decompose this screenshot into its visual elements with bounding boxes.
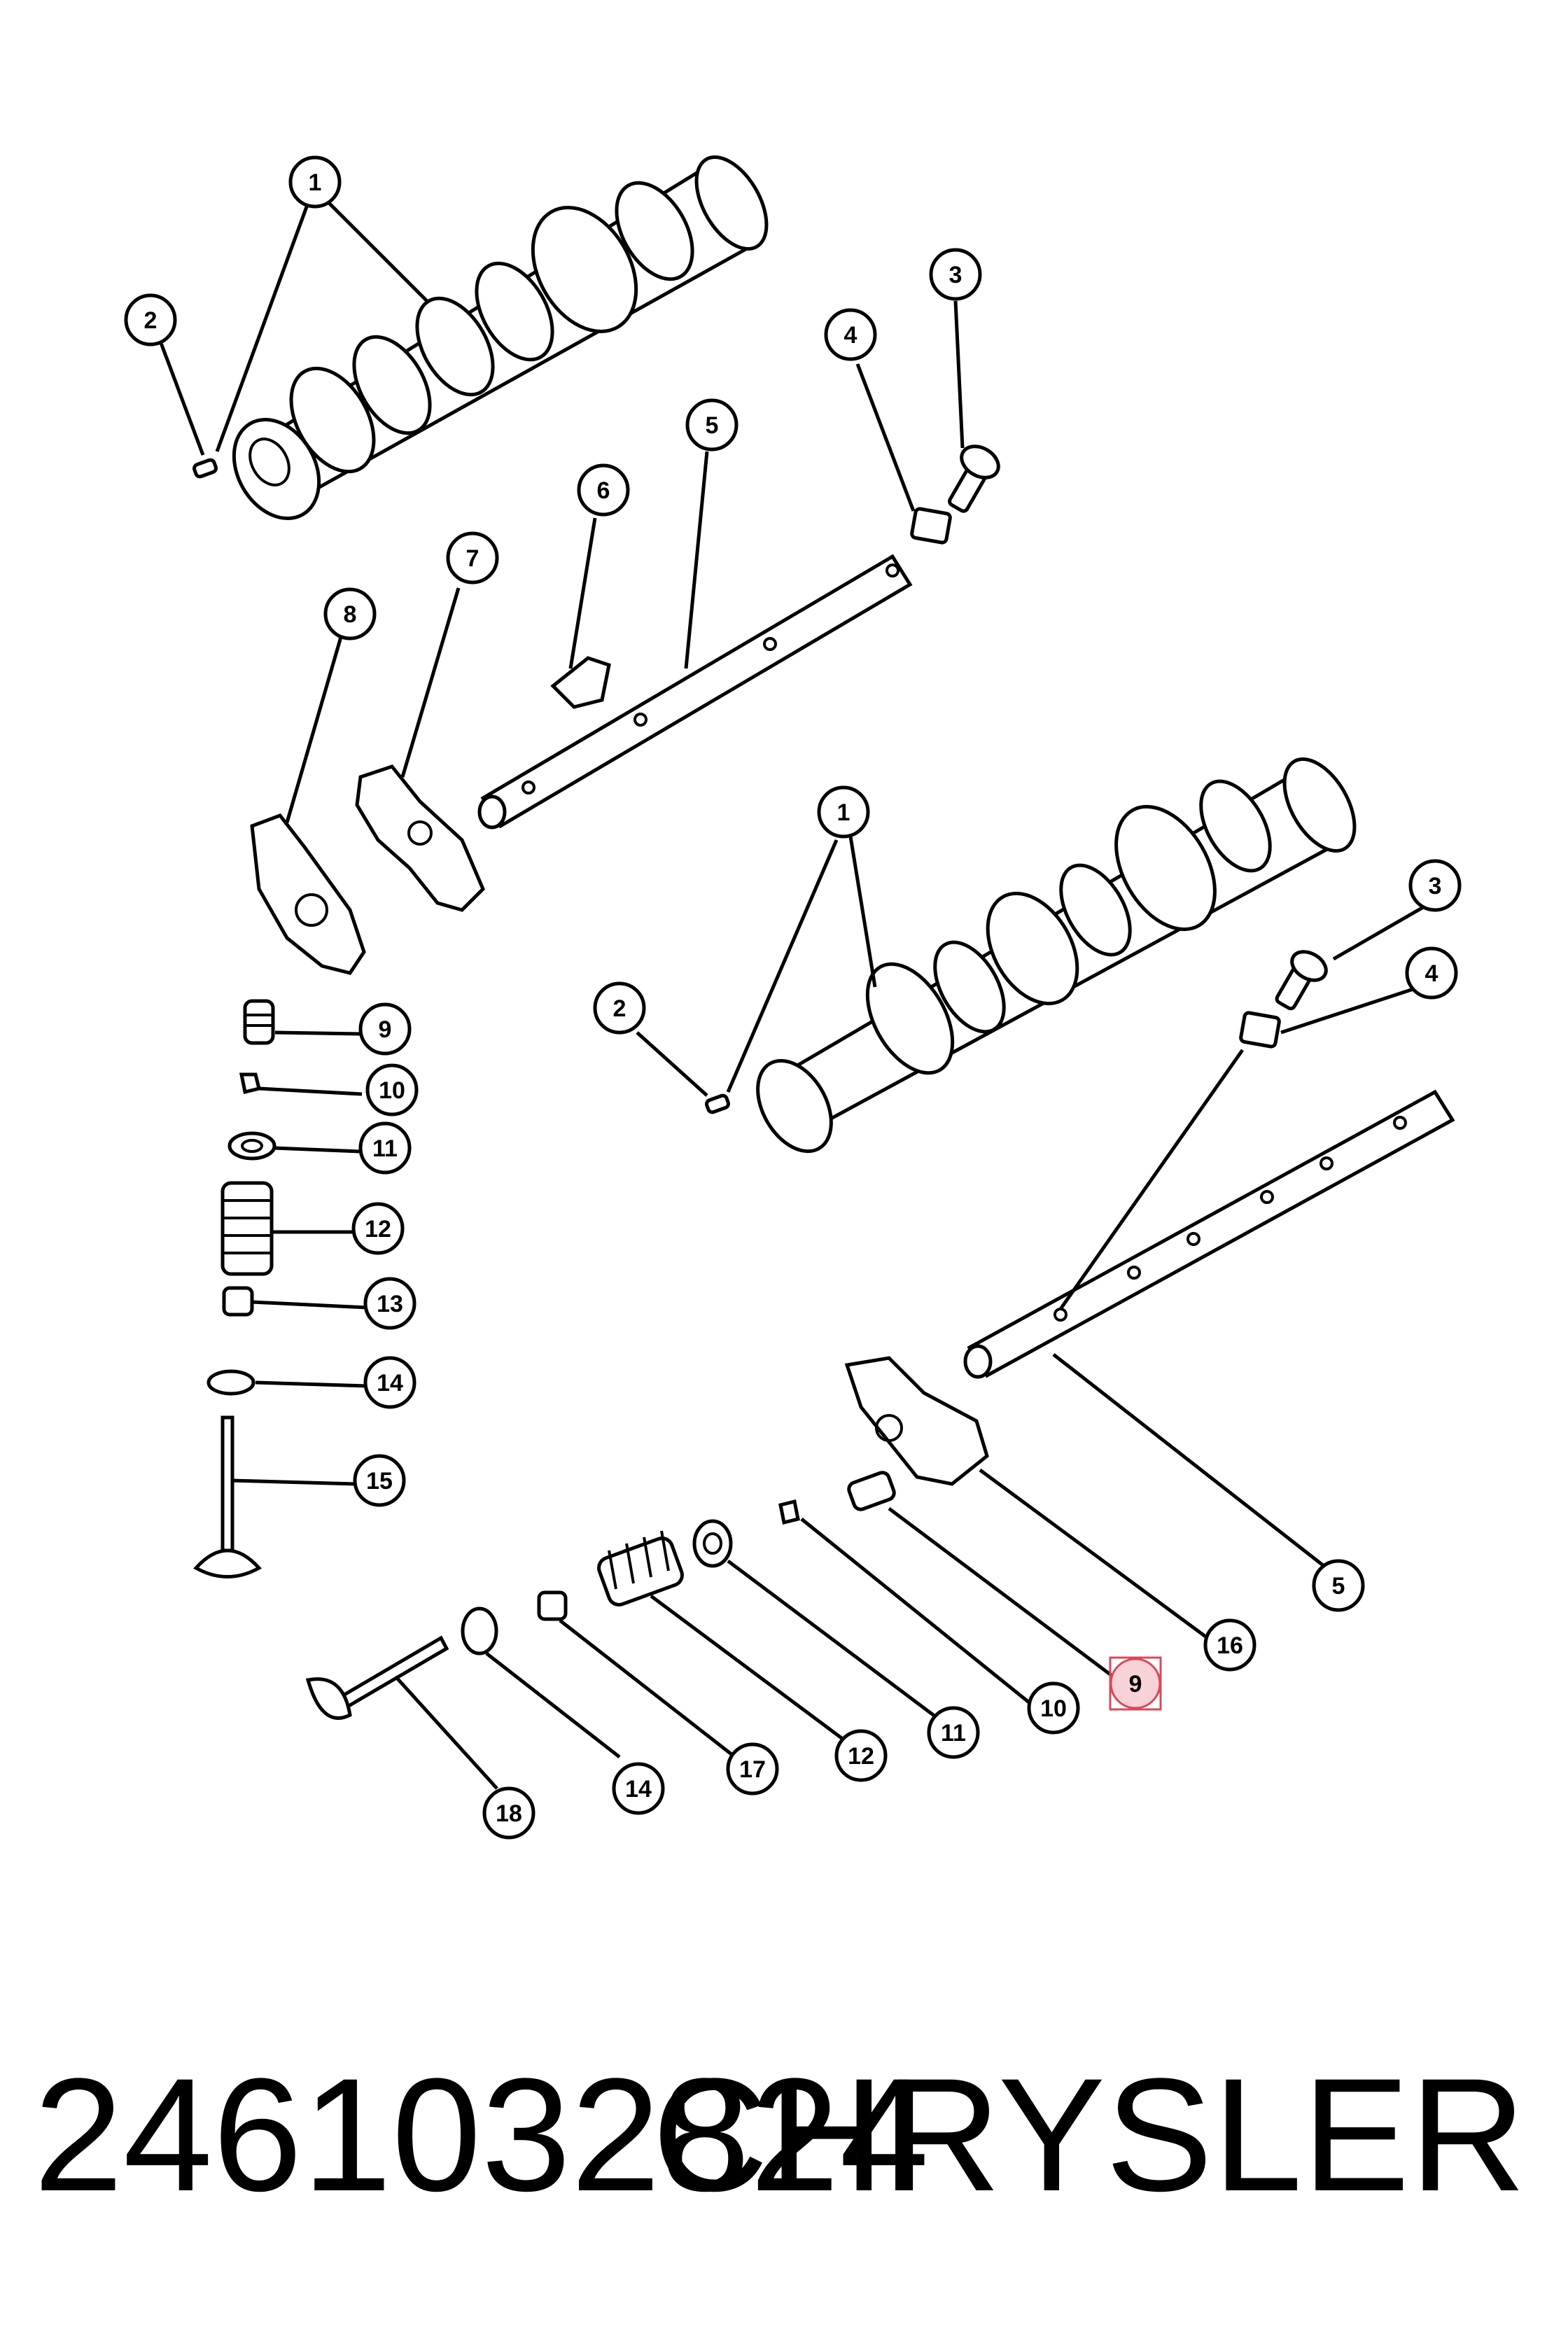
shaft-bracket [550,656,611,709]
svg-text:5: 5 [706,412,719,439]
svg-text:1: 1 [837,799,850,826]
bolt-lower [1275,950,1328,1011]
valve-key-left [239,1072,262,1095]
callout-10: 10 [365,1063,419,1116]
callout-9-lower-highlighted: 9 [1109,1656,1162,1711]
callout-5-lower: 5 [1312,1559,1365,1612]
svg-text:2: 2 [613,995,626,1022]
svg-text:8: 8 [344,601,357,628]
rocker-arm-7 [355,764,485,912]
callout-11-lower: 11 [927,1706,980,1759]
valvetrain-exploded-diagram: 1 2 3 4 5 6 7 8 9 10 11 12 13 14 15 1 2 … [124,155,1462,1840]
svg-text:3: 3 [1429,873,1442,899]
callout-10-lower: 10 [1027,1681,1080,1735]
svg-text:16: 16 [1217,1632,1243,1659]
lash-adjuster-lower [847,1471,896,1511]
callout-6: 6 [577,463,630,517]
camshaft-upper [232,155,769,521]
spring-seat-lower [461,1606,498,1656]
retainer-upper [910,507,952,545]
footer: 2461032824 CHRYSLER [0,2030,1568,2240]
rocker-arm-16 [844,1356,989,1486]
callout-1-lower: 1 [817,785,870,839]
svg-text:15: 15 [366,1468,393,1494]
valve-spring-lower [597,1530,684,1606]
callout-1: 1 [288,155,342,209]
svg-text:6: 6 [597,477,610,504]
leader-retainer-to-shaft [1058,1049,1245,1310]
dowel-pin-upper [192,458,218,479]
spring-retainer-left [227,1131,276,1161]
valve-lower [305,1635,449,1720]
callout-12: 12 [351,1202,405,1255]
svg-text:10: 10 [1040,1695,1067,1722]
svg-text:9: 9 [1129,1671,1142,1698]
svg-text:12: 12 [848,1743,874,1770]
svg-text:1: 1 [309,169,322,196]
callout-4-lower: 4 [1405,946,1458,1000]
dowel-pin-lower [705,1093,730,1114]
svg-text:17: 17 [739,1756,766,1783]
callout-2: 2 [124,293,177,346]
callout-8: 8 [323,587,377,640]
callout-3-lower: 3 [1408,859,1462,912]
bolt-upper [948,444,1000,513]
svg-text:2: 2 [144,307,158,334]
part-number: 2461032824 [34,2045,930,2225]
callout-13: 13 [363,1277,416,1330]
valve-seal-left [222,1286,254,1317]
svg-text:9: 9 [379,1016,392,1043]
callout-11: 11 [358,1121,412,1175]
spring-seat-left [206,1369,255,1396]
svg-text:4: 4 [1425,960,1438,987]
retainer-lower [1239,1011,1281,1049]
callout-14-lower: 14 [612,1762,665,1815]
svg-text:14: 14 [377,1370,403,1396]
callout-2-lower: 2 [593,981,646,1035]
rocker-shaft-upper [477,554,913,830]
callout-15: 15 [353,1454,406,1507]
svg-text:3: 3 [949,262,962,288]
callout-7: 7 [446,531,499,584]
valve-spring-left [220,1181,274,1276]
leader-lines [159,198,1426,1790]
callout-3: 3 [929,248,982,301]
callout-17: 17 [726,1742,779,1795]
lash-adjuster-left [243,999,275,1045]
brand-name: CHRYSLER [652,2045,1526,2225]
svg-text:4: 4 [844,322,858,349]
svg-text:5: 5 [1332,1573,1345,1600]
valve-seal-lower [537,1590,568,1621]
svg-text:14: 14 [625,1776,652,1802]
svg-text:18: 18 [496,1800,522,1827]
callout-12-lower: 12 [834,1729,888,1782]
callout-14: 14 [363,1356,416,1409]
valve-key-lower [778,1499,800,1525]
callout-18: 18 [482,1786,536,1840]
svg-text:11: 11 [372,1135,398,1162]
svg-text:10: 10 [379,1077,405,1104]
callout-4: 4 [824,308,877,361]
svg-text:11: 11 [941,1720,966,1746]
callout-16: 16 [1203,1618,1256,1672]
svg-text:13: 13 [377,1291,403,1317]
callout-9: 9 [358,1002,412,1056]
camshaft-lower [756,757,1357,1154]
spring-retainer-lower [692,1519,733,1568]
rocker-shaft-lower [963,1089,1455,1379]
svg-text:7: 7 [466,545,479,572]
valve-left [193,1415,262,1578]
svg-text:12: 12 [365,1216,391,1242]
callout-5: 5 [685,398,738,451]
